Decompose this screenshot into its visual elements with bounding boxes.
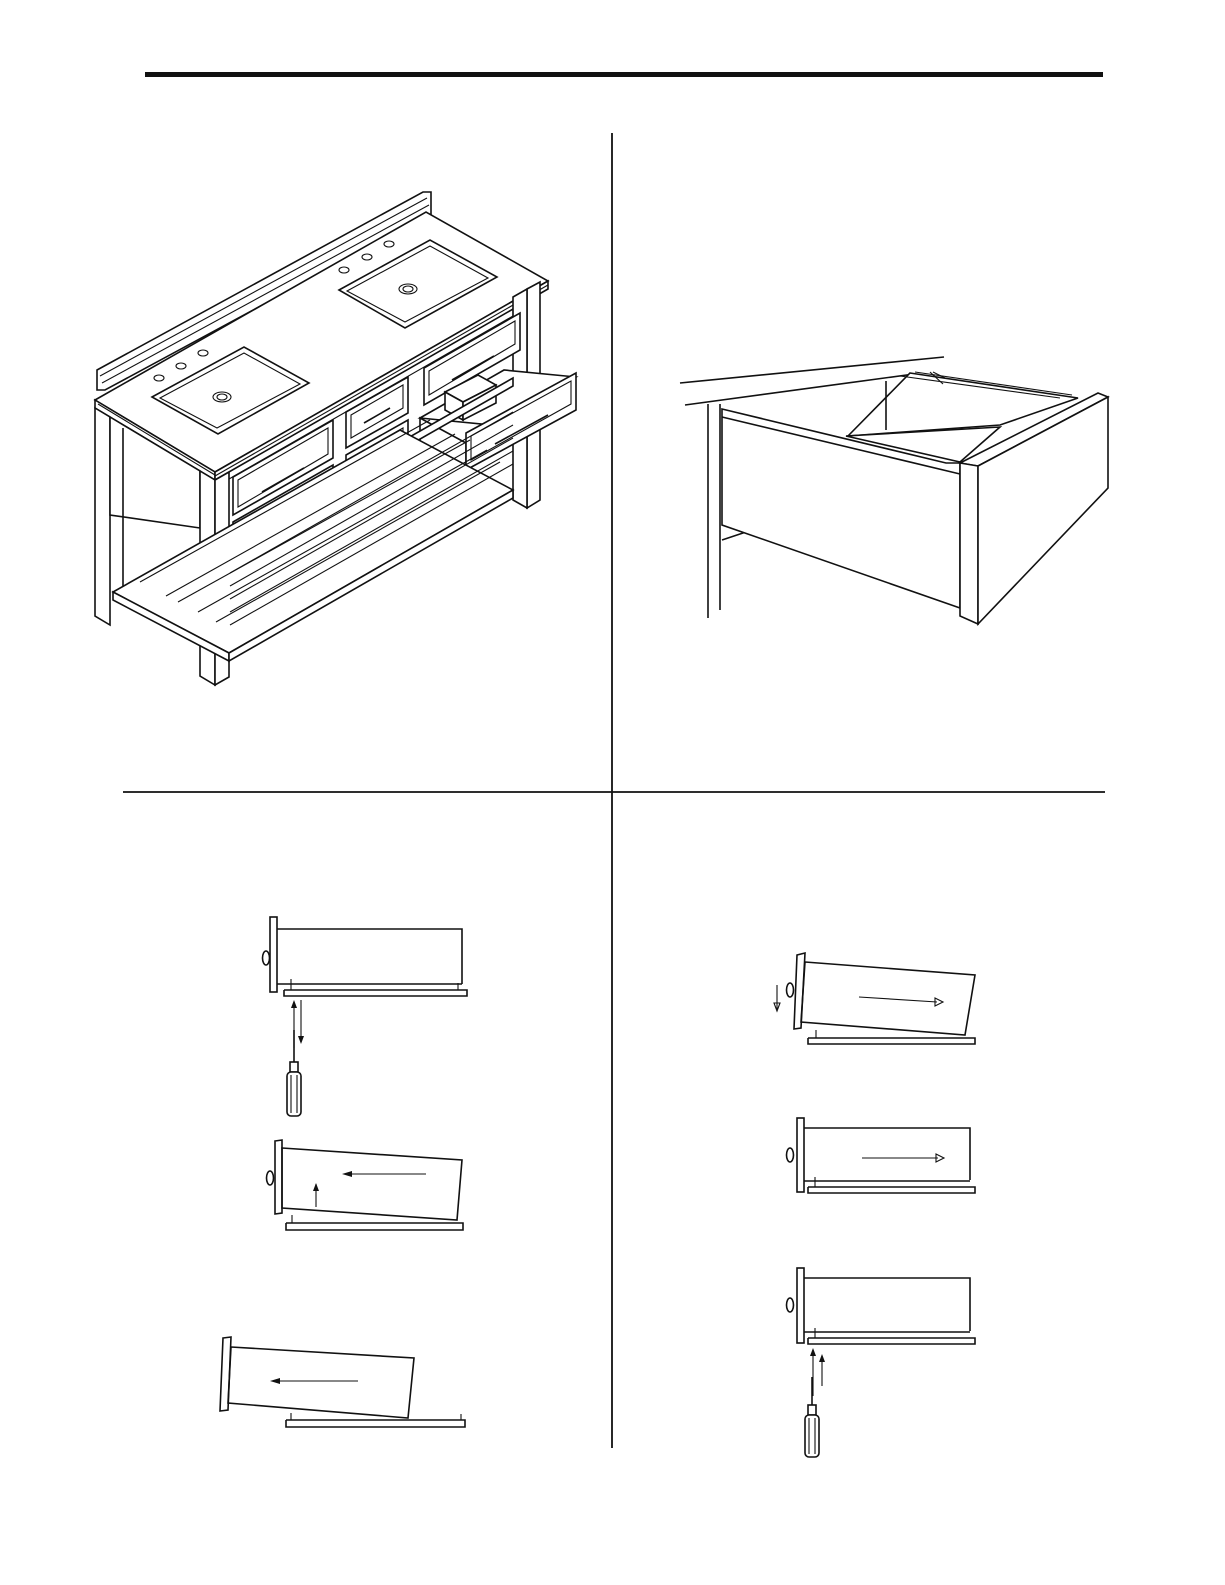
arrow-icon [862,1154,944,1162]
knob-icon [787,1148,794,1162]
header-rule [145,72,1103,77]
knob-icon [787,983,794,997]
knob-icon [787,1298,794,1312]
arrow-icon [270,1378,358,1384]
knob-icon [267,1171,274,1185]
install-step-1 [774,953,975,1044]
drawer-slide-detail [680,357,1108,624]
vanity-illustration [95,192,576,685]
screwdriver-icon [287,1030,301,1116]
arrow-icon [313,1171,426,1207]
removal-step-2 [267,1140,464,1230]
removal-step-3 [220,1337,465,1427]
screwdriver-icon [805,1377,819,1457]
knob-icon [263,951,270,965]
arrow-icon [291,1000,304,1048]
install-step-3 [787,1268,976,1457]
install-step-2 [787,1118,976,1193]
removal-step-1 [263,917,468,1116]
